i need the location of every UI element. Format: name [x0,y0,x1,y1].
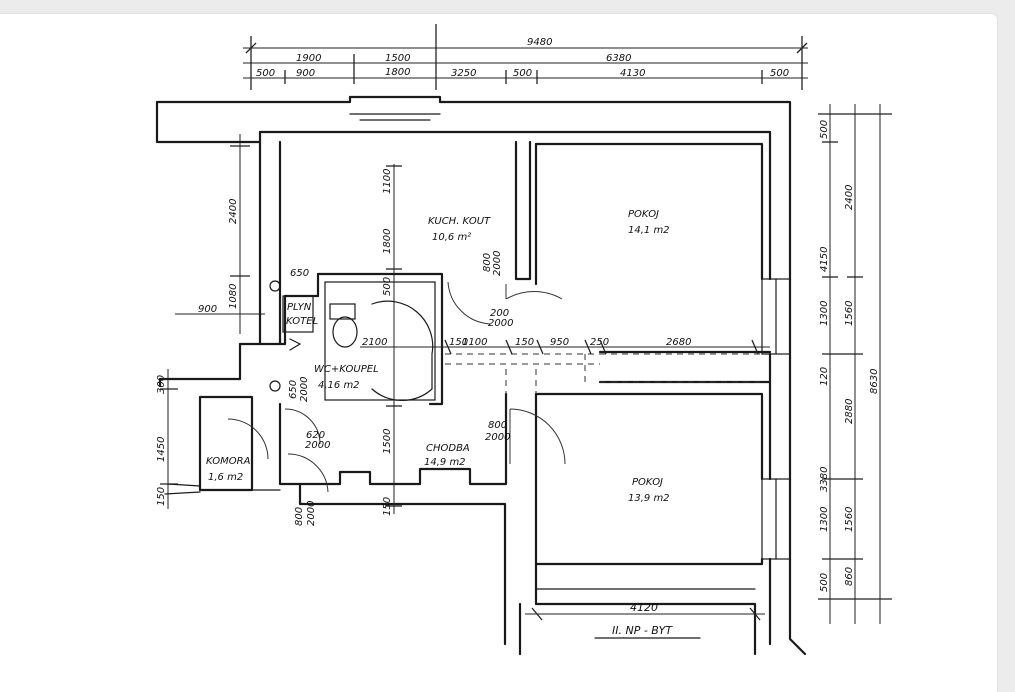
dim-d200: 200 [490,308,509,319]
dim-kit-h2: 1800 [382,229,393,254]
room1-name: POKOJ [628,209,659,220]
dim-d2000e: 2000 [488,318,513,329]
room-hall-area: 14,9 m2 [424,457,466,468]
dim-r-k: 500 [819,573,830,592]
dim-d800: 800 [488,420,507,431]
dim-seg2: 900 [296,68,315,79]
dim-bottom: 4120 [630,601,658,614]
dim-top-b: 1500 [385,53,410,64]
dim-door-a: 800 [482,253,493,272]
dim-top-total: 9480 [527,37,552,48]
bottom-dimension: 4120 II. NP - BYT [525,601,765,639]
room-pantry-name: KOMORA [206,456,251,467]
dim-r-g: 2880 [844,399,855,424]
room-labels: KUCH. KOUT 10,6 m² POKOJ 14,1 m2 POKOJ 1… [206,209,670,504]
top-dimensions: 9480 1900 1500 6380 1800 500 900 3250 50… [243,24,808,90]
doors [227,281,566,493]
dim-seg6: 500 [770,68,789,79]
dim-r-d: 1300 [819,301,830,326]
dim-top-a: 1900 [296,53,321,64]
dim-w150: 150 [449,337,468,348]
dim-left-a: 2400 [228,199,239,224]
right-dimensions: 500 2400 4150 1300 1560 120 2880 8630 33… [818,104,892,624]
dim-w150b: 150 [515,337,534,348]
dim-w250: 250 [590,337,609,348]
dim-d2000c: 2000 [485,432,510,443]
dim-r-f: 120 [819,367,830,386]
room-boiler-name2: KOTEL [286,316,318,327]
dim-w2100: 2100 [362,337,387,348]
dim-d2000: 2000 [299,377,310,402]
dim-top-c: 6380 [606,53,631,64]
dim-d150: 150 [382,497,393,516]
dim-d800b: 800 [294,507,305,526]
dim-left-e: 1450 [156,437,167,462]
fixtures [269,280,434,402]
dim-d2000b: 2000 [305,440,330,451]
dim-seg4: 500 [513,68,532,79]
room2-area: 13,9 m2 [628,493,670,504]
dim-r-j: 1560 [844,507,855,532]
dim-seg5: 4130 [620,68,645,79]
dim-w2680: 2680 [666,337,691,348]
dim-d650b: 650 [288,380,299,399]
room1-area: 14,1 m2 [628,225,670,236]
left-dimensions: 2400 1080 900 300 1450 150 [156,134,265,509]
dim-r-a: 500 [819,120,830,139]
room-wc-area: 4,16 m2 [318,380,360,391]
dim-d2000d: 2000 [306,501,317,526]
dim-w950: 950 [550,337,569,348]
room-pantry-area: 1,6 m2 [208,472,243,483]
dim-left-d: 300 [156,375,167,394]
drawing-sheet: 9480 1900 1500 6380 1800 500 900 3250 50… [0,14,997,692]
dim-r-b: 2400 [844,185,855,210]
plan-title: II. NP - BYT [612,624,673,637]
dim-d500: 500 [382,277,393,296]
dim-r-e: 1560 [844,301,855,326]
dim-door-a2: 2000 [492,251,503,276]
dim-d1500: 1500 [382,429,393,454]
dim-r-i: 1300 [819,507,830,532]
dim-d650: 650 [290,268,309,279]
inner-dimensions: 1100 1800 500 1500 150 800 2000 650 650 … [288,164,770,526]
dim-seg3: 3250 [451,68,476,79]
dim-w1100: 1100 [462,337,487,348]
dim-d620: 620 [306,430,325,441]
dim-top-d: 1800 [385,67,410,78]
room2-name: POKOJ [632,477,663,488]
room-boiler-name: PLYN [287,302,312,313]
dim-r-c: 4150 [819,247,830,272]
dim-r-l: 860 [844,567,855,586]
dim-seg1: 500 [256,68,275,79]
room-kitchen-area: 10,6 m² [432,232,471,243]
dim-left-f: 150 [156,487,167,506]
dim-r-h: 3380 [819,467,830,492]
walls [155,95,807,656]
floor-plan: 9480 1900 1500 6380 1800 500 900 3250 50… [155,24,892,656]
dim-left-c: 900 [198,304,217,315]
dim-kit-h1: 1100 [382,169,393,194]
room-wc-name: WC+KOUPEL [314,364,379,375]
room-kitchen-name: KUCH. KOUT [428,216,491,227]
dim-r-total: 8630 [869,369,880,394]
dashed-openings [445,353,760,394]
dim-left-b: 1080 [228,284,239,309]
room-hall-name: CHODBA [426,443,470,454]
